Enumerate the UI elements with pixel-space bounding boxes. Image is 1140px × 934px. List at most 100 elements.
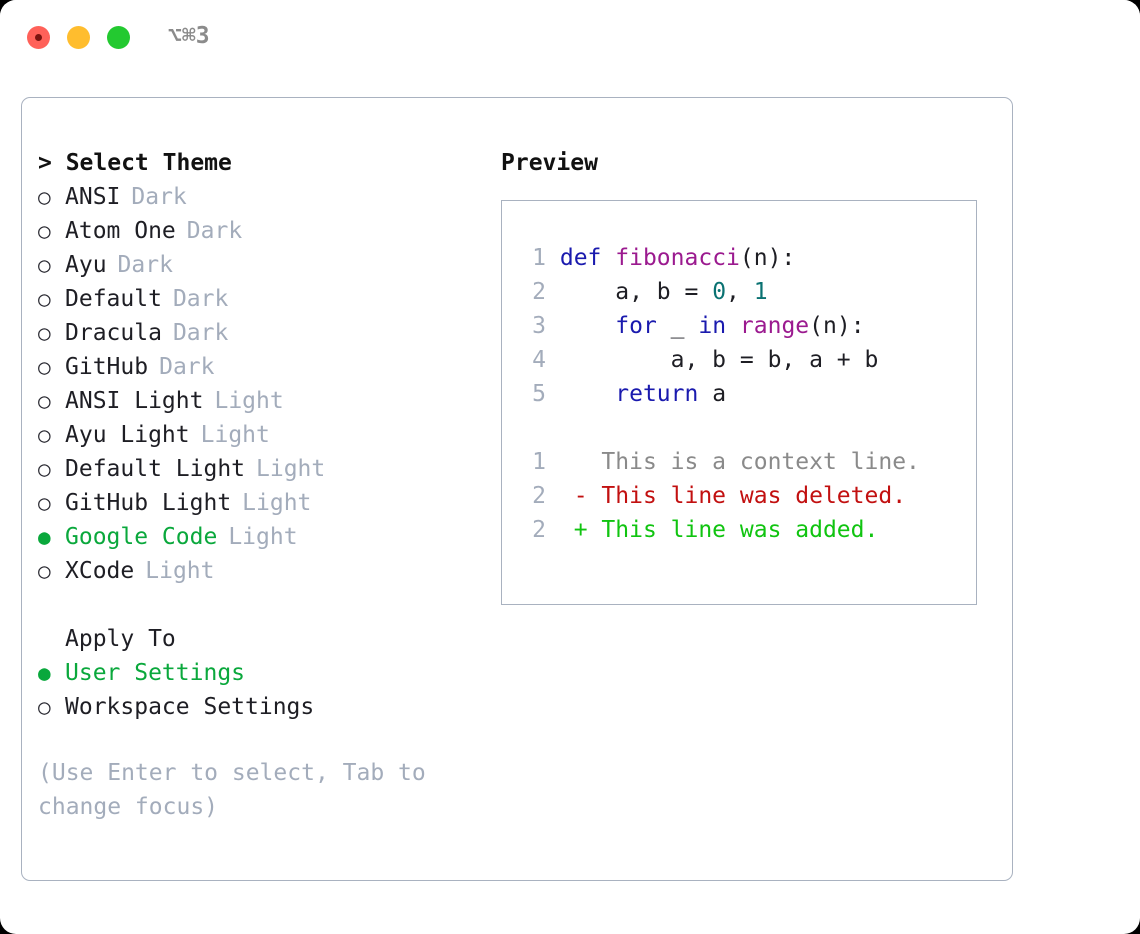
apply-to-option-label: User Settings (65, 660, 246, 686)
code-token: 0 (712, 279, 727, 305)
radio-unselected-icon[interactable]: ○ (38, 695, 51, 719)
diff-line: 2 + This line was added. (518, 513, 976, 547)
radio-unselected-icon[interactable]: ○ (38, 287, 51, 311)
close-button[interactable] (27, 26, 50, 49)
theme-option-ansi[interactable]: ○ ANSI Dark (38, 184, 478, 218)
theme-option-tag: Dark (172, 320, 229, 346)
theme-option-tag: Light (214, 388, 284, 414)
radio-selected-icon[interactable]: ● (38, 525, 51, 549)
code-line: 1 def fibonacci(n): (518, 241, 976, 275)
theme-option-tag: Dark (172, 286, 229, 312)
maximize-button[interactable] (107, 26, 130, 49)
line-number-gutter-space (546, 279, 560, 305)
code-token: (n): (739, 245, 796, 271)
theme-option-label: Default (65, 286, 162, 312)
code-token: (n): (809, 313, 865, 339)
theme-option-label: Dracula (65, 320, 162, 346)
line-number: 5 (532, 381, 546, 407)
line-number-gutter-space (546, 313, 560, 339)
code-line: 3 for _ in range(n): (518, 309, 976, 343)
theme-option-label: ANSI (65, 184, 121, 210)
preview-pane: Preview 1 def fibonacci(n):2 a, b = 0, 1… (501, 150, 991, 605)
diff-marker: + (573, 517, 602, 543)
diff-line-number: 2 (532, 517, 546, 543)
theme-option-tag: Light (256, 456, 326, 482)
code-token: a, b = b, a + b (559, 347, 879, 373)
theme-option-label: Atom One (65, 218, 176, 244)
minimize-button[interactable] (67, 26, 90, 49)
apply-to-list: ● User Settings ○ Workspace Settings (38, 660, 478, 728)
theme-option-default[interactable]: ○ Default Dark (38, 286, 478, 320)
code-token (560, 381, 615, 407)
theme-option-label: GitHub (65, 354, 149, 380)
theme-option-default-light[interactable]: ○ Default Light Light (38, 456, 478, 490)
radio-unselected-icon[interactable]: ○ (38, 423, 51, 447)
apply-to-option-user-settings[interactable]: ● User Settings (38, 660, 478, 694)
diff-text: This is a context line. (601, 449, 920, 475)
diff-line: 2 - This line was deleted. (518, 479, 976, 513)
theme-option-label: Google Code (65, 524, 218, 550)
radio-unselected-icon[interactable]: ○ (38, 185, 51, 209)
code-token: a (698, 381, 727, 407)
line-number-gutter-space (546, 381, 560, 407)
diff-marker: - (573, 483, 602, 509)
theme-option-label: ANSI Light (65, 388, 204, 414)
radio-selected-icon[interactable]: ● (38, 661, 51, 685)
theme-option-google-code[interactable]: ● Google Code Light (38, 524, 478, 558)
code-token (560, 313, 615, 339)
apply-to-option-workspace-settings[interactable]: ○ Workspace Settings (38, 694, 478, 728)
diff-gutter-space (546, 483, 574, 509)
line-number: 3 (532, 313, 546, 339)
theme-option-dracula[interactable]: ○ Dracula Dark (38, 320, 478, 354)
apply-to-title: Apply To (65, 626, 176, 652)
code-token: fibonacci (615, 245, 740, 271)
radio-unselected-icon[interactable]: ○ (38, 491, 51, 515)
code-line: 4 a, b = b, a + b (518, 343, 976, 377)
theme-option-atom-one[interactable]: ○ Atom One Dark (38, 218, 478, 252)
radio-unselected-icon[interactable]: ○ (38, 355, 51, 379)
diff-line: 1 This is a context line. (518, 445, 976, 479)
code-token: def (559, 245, 602, 271)
window-controls (27, 26, 130, 49)
theme-option-tag: Light (242, 490, 312, 516)
theme-option-tag: Light (228, 524, 298, 550)
radio-unselected-icon[interactable]: ○ (38, 321, 51, 345)
theme-option-ansi-light[interactable]: ○ ANSI Light Light (38, 388, 478, 422)
theme-option-label: Default Light (65, 456, 246, 482)
radio-unselected-icon[interactable]: ○ (38, 457, 51, 481)
diff-gutter-space (546, 517, 574, 543)
radio-unselected-icon[interactable]: ○ (38, 559, 51, 583)
line-number: 2 (532, 279, 546, 305)
code-token (726, 313, 740, 339)
diff-text: This line was added. (601, 517, 879, 543)
radio-unselected-icon[interactable]: ○ (38, 253, 51, 277)
diff-gutter-space (546, 449, 574, 475)
radio-unselected-icon[interactable]: ○ (38, 219, 51, 243)
theme-option-github[interactable]: ○ GitHub Dark (38, 354, 478, 388)
code-token: range (739, 313, 810, 339)
diff-marker (574, 449, 602, 475)
apply-to-option-label: Workspace Settings (65, 694, 315, 720)
code-line: 2 a, b = 0, 1 (518, 275, 976, 309)
diff-line-number: 2 (532, 483, 546, 509)
code-token: for (615, 313, 657, 339)
code-token (601, 245, 615, 271)
title-bar: ⌥⌘3 (0, 0, 1140, 78)
radio-unselected-icon[interactable]: ○ (38, 389, 51, 413)
preview-title: Preview (501, 150, 598, 176)
theme-option-tag: Dark (131, 184, 187, 210)
theme-option-tag: Dark (159, 354, 215, 380)
theme-option-label: XCode (65, 558, 135, 584)
theme-option-tag: Dark (186, 218, 243, 244)
code-token: _ (656, 313, 699, 339)
line-number-gutter-space (546, 245, 560, 271)
